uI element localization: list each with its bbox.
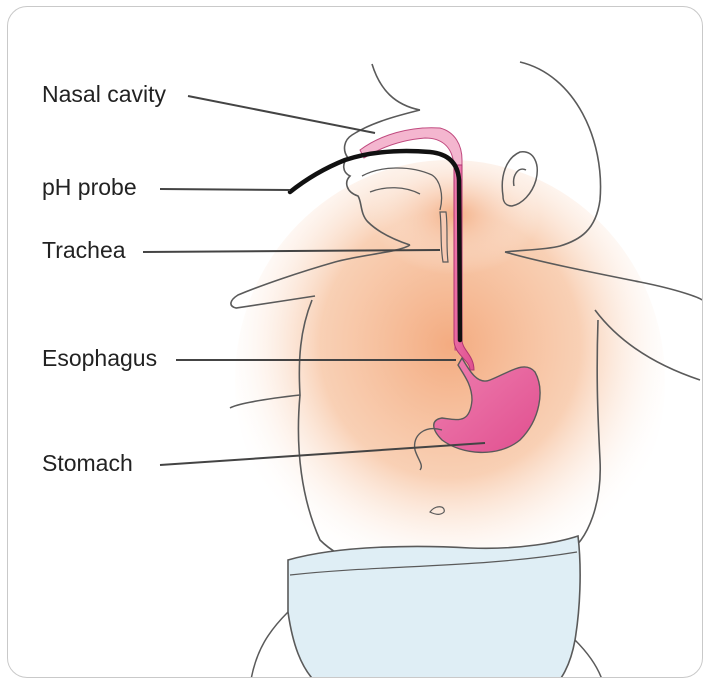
label-ph-probe: pH probe [42, 176, 137, 199]
label-nasal-cavity: Nasal cavity [42, 83, 166, 106]
label-trachea: Trachea [42, 239, 126, 262]
label-stomach: Stomach [42, 452, 133, 475]
label-esophagus: Esophagus [42, 347, 157, 370]
nasal-cavity-leader [188, 96, 375, 133]
diaper [288, 536, 580, 686]
ph-probe-leader [160, 189, 290, 190]
